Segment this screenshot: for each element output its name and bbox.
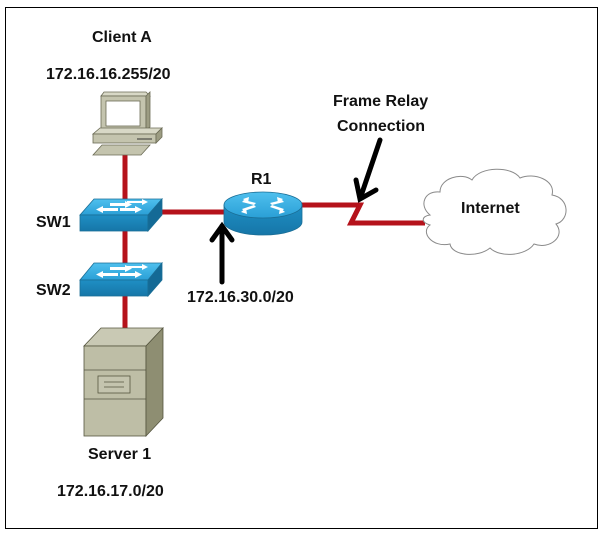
server1-label: Server 1 bbox=[88, 446, 152, 463]
switch-icon bbox=[79, 261, 163, 298]
router-icon bbox=[223, 191, 303, 236]
r1-lan-subnet-label: 172.16.30.0/20 bbox=[187, 289, 294, 306]
sw1-label: SW1 bbox=[36, 214, 71, 231]
link-r1-internet-frame-relay bbox=[300, 202, 425, 226]
server-icon bbox=[83, 326, 164, 438]
pc-icon bbox=[91, 91, 163, 156]
r1-interface-arrow-icon bbox=[209, 221, 235, 285]
switch-icon bbox=[79, 197, 163, 233]
r1-label: R1 bbox=[251, 171, 272, 188]
frame-relay-arrow-icon bbox=[353, 137, 383, 203]
sw2-label: SW2 bbox=[36, 282, 71, 299]
internet-label: Internet bbox=[461, 200, 520, 217]
client-a-address: 172.16.16.255/20 bbox=[46, 66, 171, 83]
arrows bbox=[209, 137, 383, 285]
cloud-icon bbox=[422, 168, 567, 255]
frame-relay-label-line1: Frame Relay bbox=[333, 93, 429, 110]
frame-relay-label-line2: Connection bbox=[337, 118, 425, 135]
client-a-label: Client A bbox=[92, 29, 152, 46]
server1-address: 172.16.17.0/20 bbox=[57, 483, 164, 500]
